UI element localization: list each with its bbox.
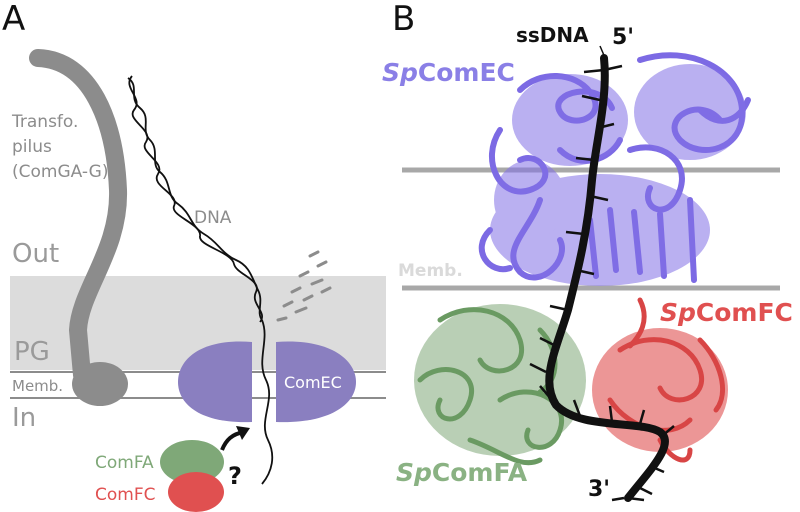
memb-label: Memb. bbox=[12, 377, 63, 395]
comec-structure-fill bbox=[490, 64, 746, 286]
sp-comfc-name: ComFC bbox=[696, 298, 793, 327]
ssdna-label: ssDNA bbox=[516, 23, 589, 47]
pilus-base bbox=[72, 362, 128, 406]
comfa-blob bbox=[160, 440, 224, 484]
panel-a-letter: A bbox=[2, 0, 25, 39]
sp-comec-prefix: Sp bbox=[382, 58, 418, 87]
panel-b: B Memb. bbox=[382, 0, 793, 502]
comfc-label: ComFC bbox=[95, 485, 155, 505]
in-label: In bbox=[12, 403, 36, 433]
three-prime-label: 3' bbox=[588, 477, 610, 502]
comfc-blob bbox=[168, 472, 224, 512]
degraded-strand-fragments bbox=[276, 250, 332, 322]
sp-comec-name: ComEC bbox=[418, 58, 515, 87]
pg-label: PG bbox=[14, 337, 50, 367]
comec-left-half bbox=[178, 341, 252, 423]
uptake-arrowhead bbox=[236, 426, 250, 440]
single-strand-dna bbox=[261, 319, 274, 485]
sp-comfa-label: SpComFA bbox=[396, 458, 528, 487]
transformation-pilus bbox=[29, 49, 128, 384]
sp-comfc-label: SpComFC bbox=[660, 298, 793, 327]
sp-comfa-name: ComFA bbox=[432, 458, 528, 487]
dna-double-helix bbox=[127, 75, 263, 323]
comec-label: ComEC bbox=[284, 373, 342, 392]
ssdna-bases bbox=[529, 64, 675, 502]
ssdna-strand bbox=[545, 54, 669, 502]
panel-a: A Transfo. pilus (ComGA-G) Out PG Memb. … bbox=[2, 0, 386, 512]
comec-right-half bbox=[276, 341, 356, 423]
pilus-label-line3: (ComGA-G) bbox=[12, 162, 108, 182]
sp-comfc-prefix: Sp bbox=[660, 298, 696, 327]
pilus-label-line2: pilus bbox=[12, 137, 52, 157]
memb-label-b: Memb. bbox=[398, 261, 463, 281]
sp-comfa-prefix: Sp bbox=[396, 458, 432, 487]
five-prime-label: 5' bbox=[612, 25, 634, 50]
panel-b-letter: B bbox=[392, 0, 415, 39]
ssdna-label-pointer bbox=[599, 45, 607, 61]
comfa-label: ComFA bbox=[95, 453, 154, 473]
comfa-structure bbox=[414, 304, 586, 466]
pilus-label-line1: Transfo. bbox=[11, 112, 78, 132]
sp-comec-label: SpComEC bbox=[382, 58, 515, 87]
question-mark: ? bbox=[228, 462, 242, 490]
dna-label: DNA bbox=[194, 208, 232, 228]
out-label: Out bbox=[12, 239, 59, 269]
